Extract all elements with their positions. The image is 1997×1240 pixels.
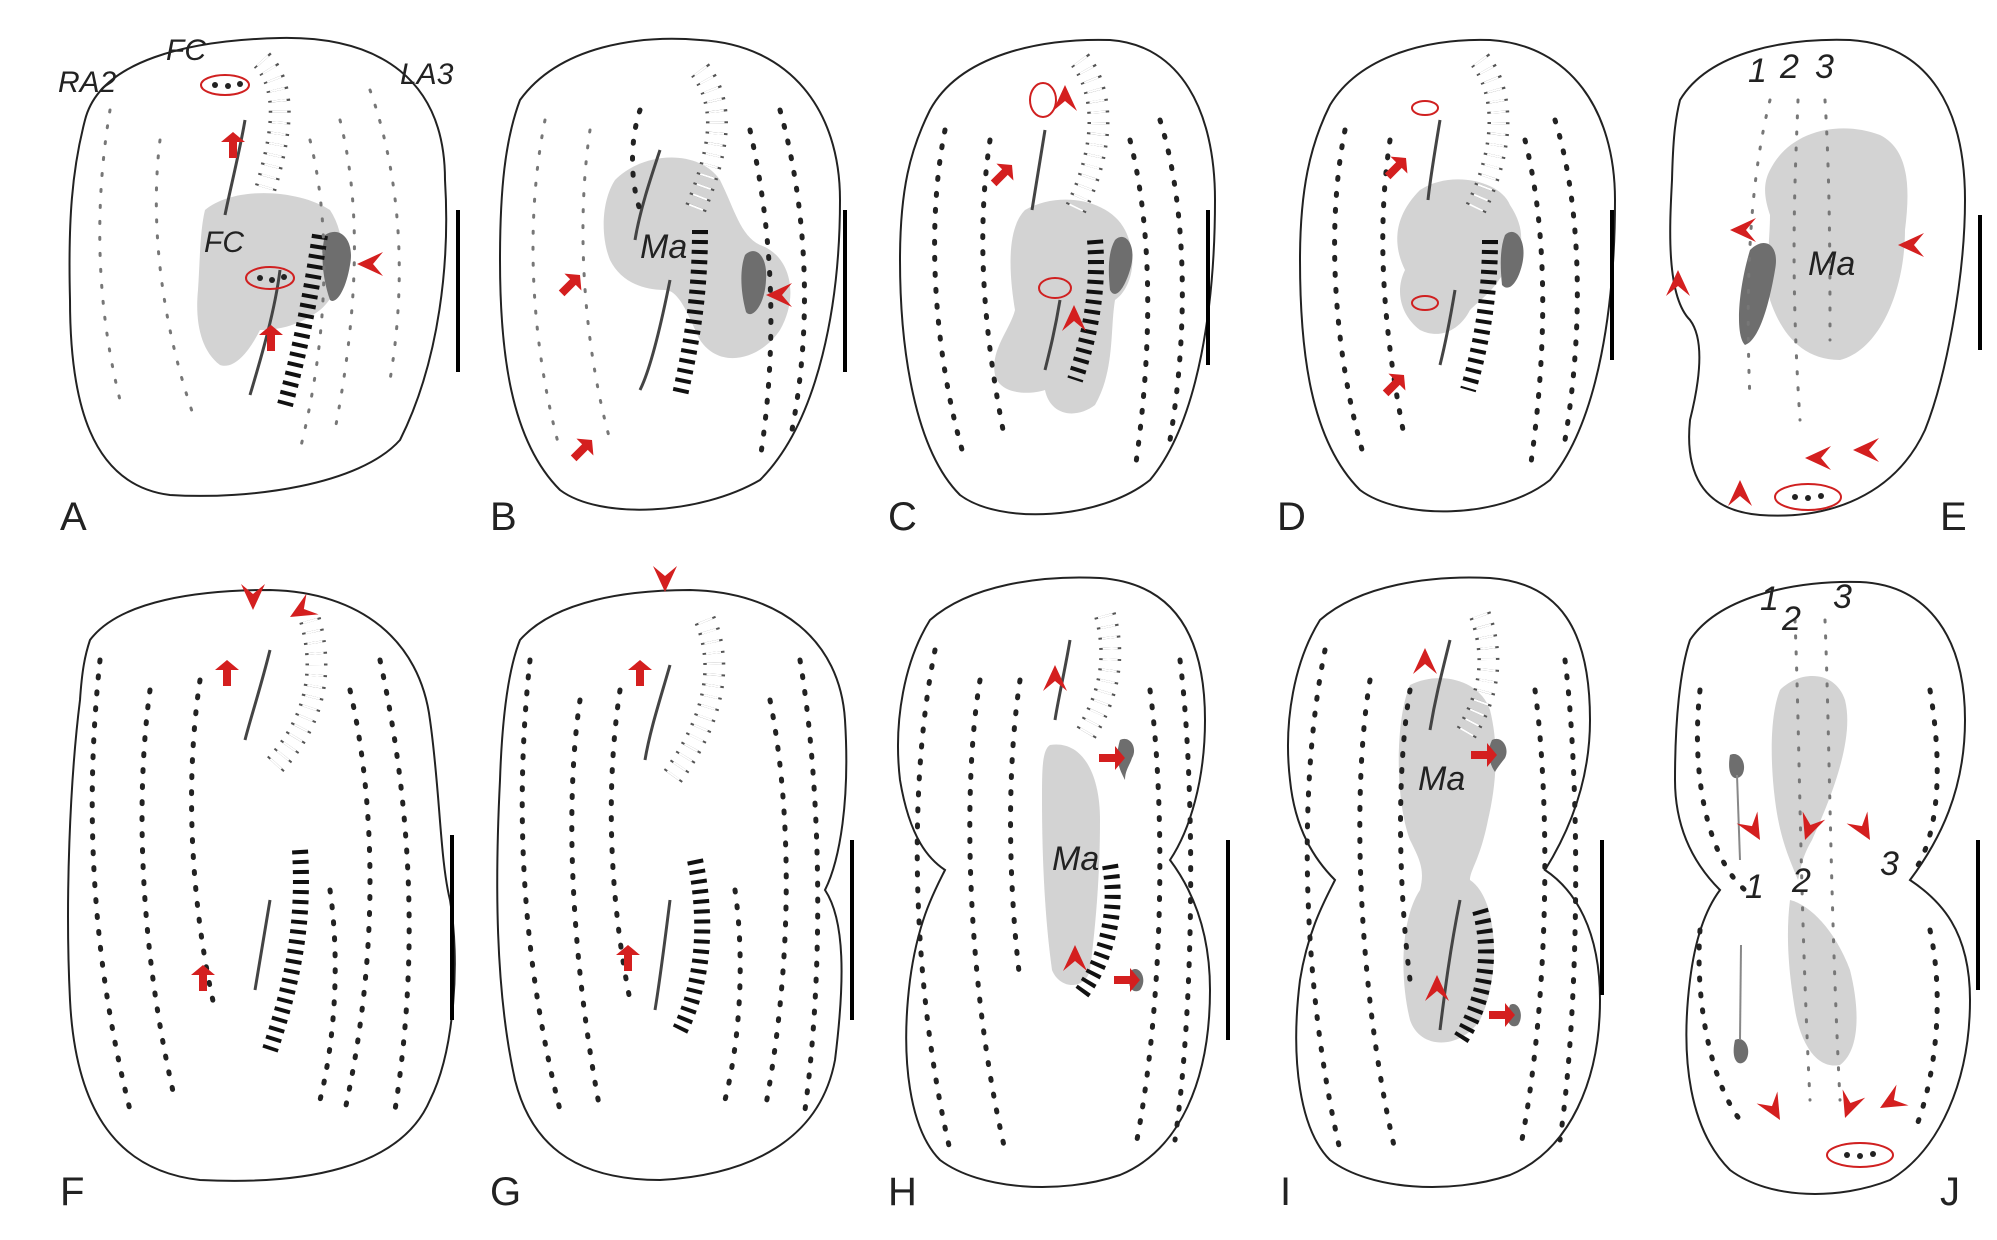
arrowhead-marker <box>653 566 677 592</box>
new-adoral-membranelles <box>277 233 328 408</box>
label-fc-top: FC <box>166 34 206 67</box>
panel-b: Ma B <box>490 37 847 539</box>
label-kinety-2-upper: 2 <box>1781 600 1801 638</box>
micronucleus <box>1729 754 1745 779</box>
new-adoral-membranelles <box>1460 239 1498 393</box>
panel-a: FC FC RA2 LA3 A <box>58 34 460 539</box>
micronucleus <box>322 231 351 301</box>
undulating-membrane <box>633 149 662 241</box>
panel-j: 1 2 3 1 2 3 J <box>1673 578 1980 1214</box>
label-kinety-2: 2 <box>1779 48 1799 86</box>
micronucleus <box>1500 231 1524 288</box>
label-kinety-1-lower: 1 <box>1745 868 1764 906</box>
micronucleus <box>1488 738 1507 772</box>
label-ma: Ma <box>1808 245 1855 283</box>
label-kinety-1: 1 <box>1748 52 1767 90</box>
macronucleus <box>603 157 791 359</box>
panel-label-c: C <box>888 495 917 539</box>
panel-label-g: G <box>490 1170 521 1214</box>
panel-c: C <box>888 38 1217 539</box>
panel-i: Ma I <box>1280 576 1604 1214</box>
label-ma: Ma <box>640 228 687 266</box>
panel-label-i: I <box>1280 1170 1291 1214</box>
micronucleus <box>1108 236 1133 294</box>
micronucleus <box>1738 242 1776 345</box>
panel-g: G <box>490 566 854 1214</box>
undulating-membrane <box>223 119 247 216</box>
frontal-cirri-ring-top <box>200 74 250 96</box>
label-la3: LA3 <box>400 58 454 91</box>
panel-label-d: D <box>1277 495 1306 539</box>
panel-h: Ma H <box>888 576 1230 1214</box>
label-kinety-3-upper: 3 <box>1833 578 1852 616</box>
cell-outline <box>1673 580 1972 1195</box>
panel-label-e: E <box>1940 495 1967 539</box>
macronucleus <box>1765 128 1908 360</box>
label-fc-mid: FC <box>204 226 244 259</box>
cell-outline <box>496 588 848 1182</box>
macronucleus <box>1398 678 1496 1043</box>
panel-label-b: B <box>490 495 517 539</box>
label-kinety-3-lower: 3 <box>1880 845 1899 883</box>
panel-d: D <box>1277 38 1617 539</box>
label-ra2: RA2 <box>58 66 117 99</box>
new-adoral-membranelles <box>1067 239 1104 383</box>
label-ma: Ma <box>1418 760 1465 798</box>
micronucleus <box>1117 738 1135 780</box>
label-kinety-3: 3 <box>1815 48 1834 86</box>
panel-label-a: A <box>60 495 87 539</box>
new-adoral-membranelles <box>672 229 708 397</box>
ciliary-row-la3 <box>368 88 401 382</box>
macronucleus <box>1771 676 1848 880</box>
panel-e: Ma 1 2 3 E <box>1666 38 1982 539</box>
label-kinety-2-lower: 2 <box>1791 862 1811 900</box>
micronucleus <box>741 251 767 315</box>
panel-f: F <box>60 584 456 1214</box>
frontal-cirri-ring-mid <box>245 266 295 290</box>
label-ma: Ma <box>1052 840 1099 878</box>
panel-label-f: F <box>60 1170 84 1214</box>
macronucleus <box>1042 744 1100 985</box>
label-kinety-1-upper: 1 <box>1760 580 1779 618</box>
panel-label-h: H <box>888 1170 917 1214</box>
new-adoral-membranelles <box>262 849 309 1053</box>
panel-label-j: J <box>1940 1170 1960 1214</box>
new-adoral-membranelles <box>1453 907 1495 1045</box>
